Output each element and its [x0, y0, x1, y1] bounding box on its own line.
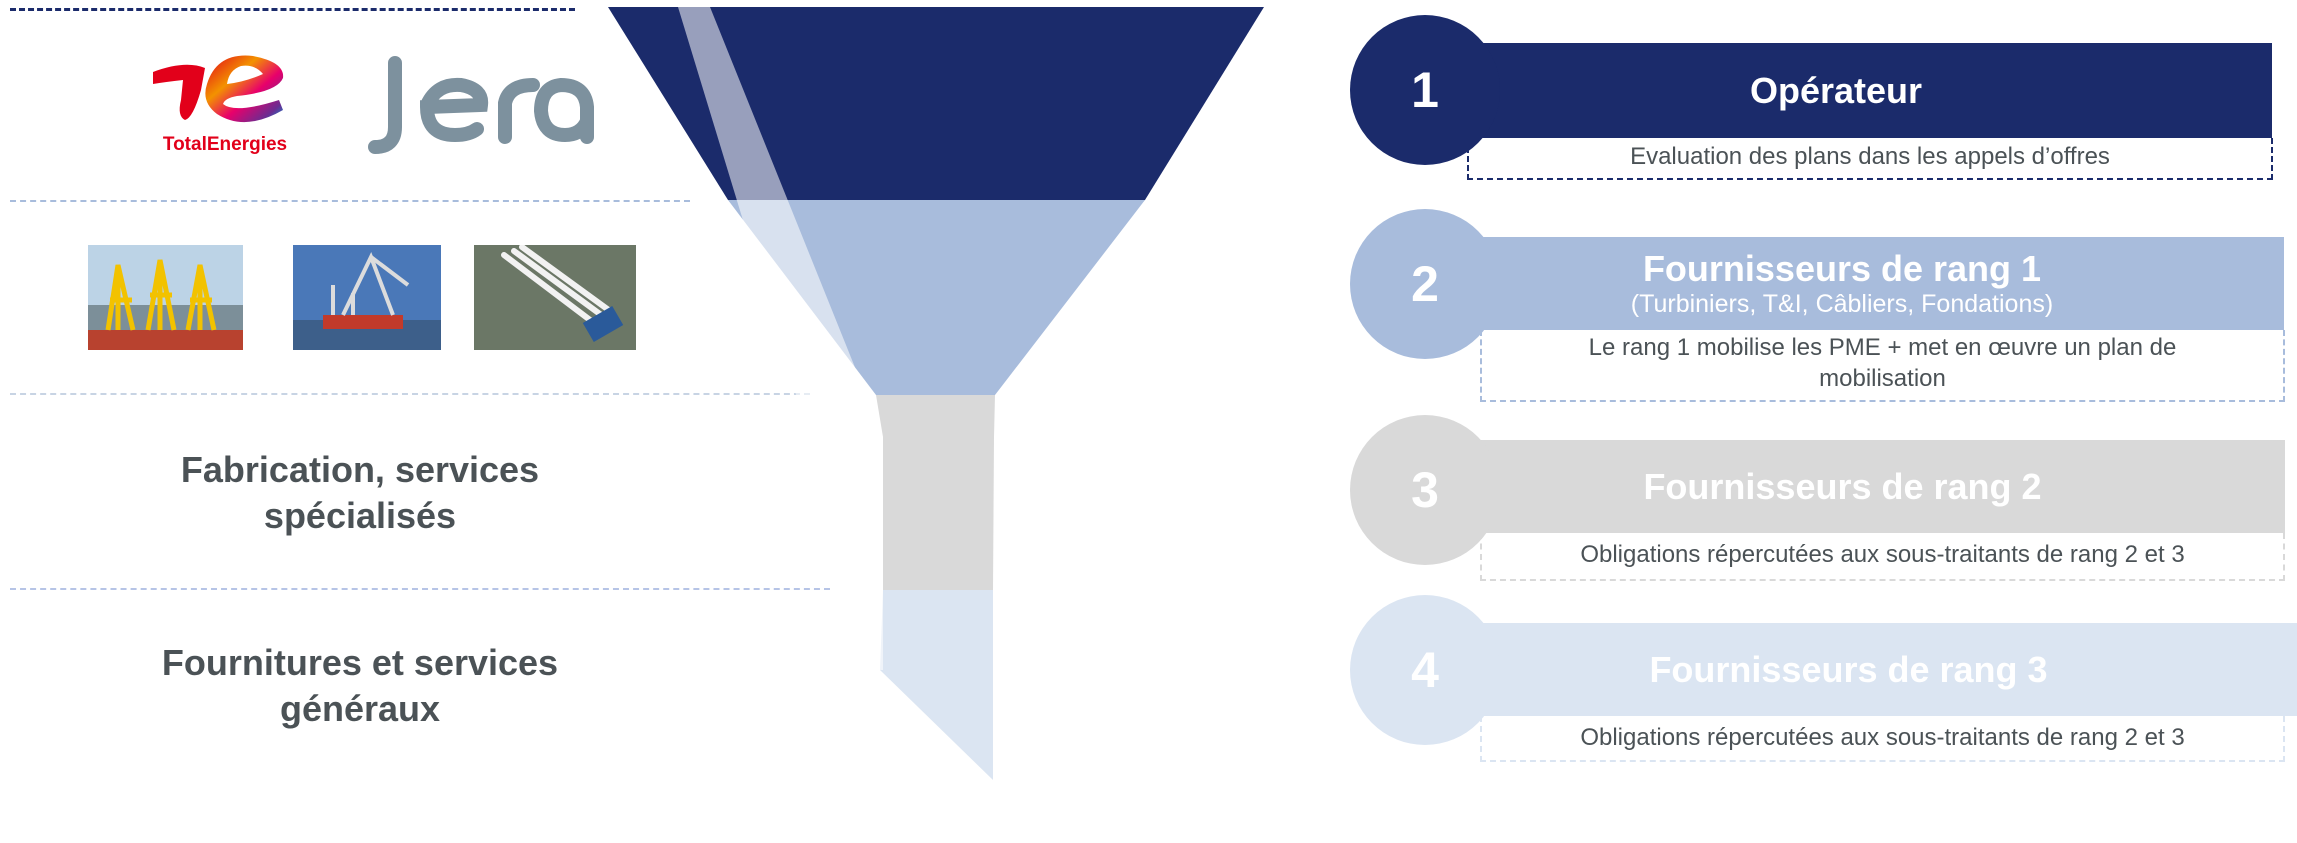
- tier-1-number: 1: [1411, 61, 1439, 119]
- tier-3-title: Fournisseurs de rang 2: [1643, 466, 2041, 508]
- jera-logo: [365, 55, 600, 155]
- tier-2-title: Fournisseurs de rang 1: [1643, 248, 2041, 290]
- top-divider: [10, 8, 575, 11]
- tier-3-number: 3: [1411, 461, 1439, 519]
- fournitures-heading: Fournitures et services généraux: [90, 640, 630, 732]
- tier-2-badge: 2: [1350, 209, 1500, 359]
- jera-logo-mark: [365, 55, 600, 155]
- fabrication-heading: Fabrication, services spécialisés: [90, 447, 630, 539]
- tier-4-number: 4: [1411, 641, 1439, 699]
- tier-2-subtitle: (Turbiniers, T&I, Câbliers, Fondations): [1631, 290, 2053, 319]
- tier-3-description: Obligations répercutées aux sous-traitan…: [1480, 533, 2285, 581]
- tier-1-badge: 1: [1350, 15, 1500, 165]
- photo-installation-vessel: [293, 245, 441, 350]
- tier-4-description: Obligations répercutées aux sous-traitan…: [1480, 716, 2285, 762]
- funnel-level-4: [880, 590, 993, 780]
- tier-4-badge: 4: [1350, 595, 1500, 745]
- photo-jacket-foundations: [88, 245, 243, 350]
- tier-4-title: Fournisseurs de rang 3: [1649, 649, 2047, 691]
- tier-1-bar: Opérateur: [1400, 43, 2272, 138]
- tier-1-title: Opérateur: [1750, 70, 1922, 112]
- tier-4-bar: Fournisseurs de rang 3: [1400, 623, 2297, 716]
- tier-2-bar: Fournisseurs de rang 1 (Turbiniers, T&I,…: [1400, 237, 2284, 330]
- funnel-level-3: [876, 395, 995, 590]
- tier-2-number: 2: [1411, 255, 1439, 313]
- totalenergies-logo: TotalEnergies: [145, 48, 305, 158]
- tier-3-badge: 3: [1350, 415, 1500, 565]
- funnel: [600, 0, 1280, 800]
- tier-3-bar: Fournisseurs de rang 2: [1400, 440, 2285, 533]
- totalenergies-wordmark: TotalEnergies: [145, 134, 305, 156]
- tier-2-description: Le rang 1 mobilise les PME + met en œuvr…: [1480, 330, 2285, 402]
- divider-1: [10, 200, 690, 202]
- tier-1-description: Evaluation des plans dans les appels d’o…: [1467, 138, 2273, 180]
